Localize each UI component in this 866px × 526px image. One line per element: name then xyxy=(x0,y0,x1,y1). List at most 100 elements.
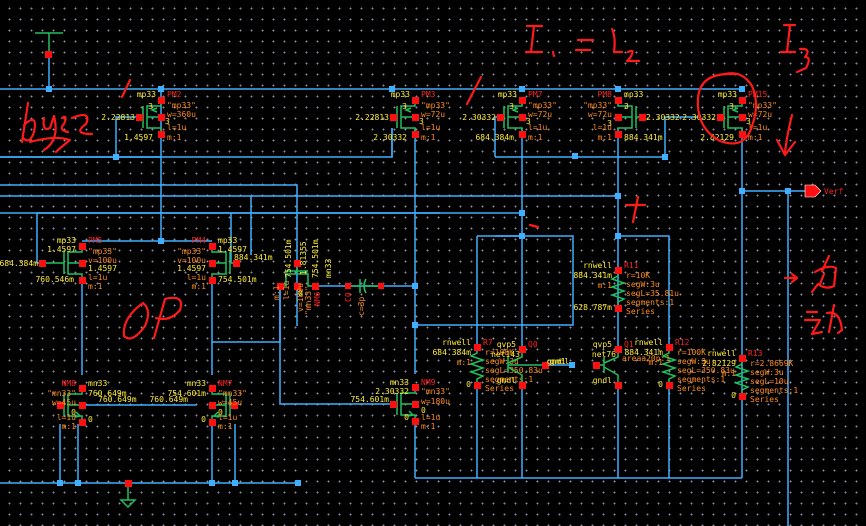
capacitor-c0-labels: C0 c=3p xyxy=(344,292,366,316)
nm7-w: w=45u xyxy=(218,398,242,407)
r11-series: Series xyxy=(626,307,655,316)
r7-vtop: 684.384m xyxy=(432,348,471,357)
capacitor-c0[interactable] xyxy=(345,278,384,294)
c0-name: C0 xyxy=(344,292,353,302)
ink-minus xyxy=(528,223,540,229)
pm8-m: m:1 xyxy=(598,133,613,142)
pm15-w: w=72u xyxy=(748,110,772,119)
wire-nm6-node[interactable] xyxy=(212,286,281,343)
pm5-cell: mp33 xyxy=(57,236,76,245)
annotations xyxy=(20,23,844,340)
ink-circle-pm15 xyxy=(696,72,758,145)
r13-r: r=2.8669K xyxy=(750,359,794,368)
pm2-w: w=360u xyxy=(167,110,196,119)
wire-net-b[interactable] xyxy=(0,184,298,326)
wire-opamp-out[interactable] xyxy=(415,235,574,326)
pm5-vd: 760.546m xyxy=(35,275,74,284)
r12-cell: rnwell xyxy=(634,338,663,347)
r13-name: R13 xyxy=(748,349,763,358)
nm7-model: "mn33" xyxy=(218,389,247,398)
pm15-vd: 2.82129 xyxy=(700,133,734,142)
pm5-m: m:1 xyxy=(88,282,103,291)
r12-m: m:1 xyxy=(649,358,664,367)
nm6-model: "mn33" xyxy=(304,286,313,315)
r13-segl: segL=10u xyxy=(750,377,789,386)
r7-series: Series xyxy=(485,384,514,393)
r12-vbot: 0 xyxy=(658,380,663,389)
nm6-vd: 1.81355 xyxy=(299,241,308,275)
wire-nm9-gate[interactable] xyxy=(279,286,393,405)
wire-net-a[interactable] xyxy=(0,128,393,158)
pm7-bulk: 3 xyxy=(509,102,514,111)
wire-pm5-gate[interactable] xyxy=(36,213,40,264)
wires[interactable] xyxy=(0,55,805,526)
ink-startup-arrow xyxy=(783,272,799,284)
nm6-cell: mn33 xyxy=(324,259,333,278)
wire-nm8-gnd[interactable] xyxy=(59,424,79,483)
ink-i3 xyxy=(779,23,810,74)
nm8-bulk: 0 xyxy=(71,408,76,417)
transistor-pm4[interactable]: mp33PM41.4597"mp33"v=100u1.4597884.341ml… xyxy=(177,236,273,291)
pm3-vg: 2.22813 xyxy=(355,113,389,122)
pm4-name: PM4 xyxy=(192,236,207,245)
r7-m: m:1 xyxy=(457,358,472,367)
supply-symbol[interactable] xyxy=(35,32,63,58)
pm8-pin: 3 xyxy=(607,119,612,128)
r13-series: Series xyxy=(750,395,779,404)
c0-value: c=3p xyxy=(357,297,366,316)
wire-r12[interactable] xyxy=(618,235,670,345)
wire-nm7-gnd[interactable] xyxy=(211,424,236,483)
pm8-bulk: 3 xyxy=(624,102,629,111)
nm7-m: m:1 xyxy=(218,422,233,431)
wire-pm2-gate[interactable] xyxy=(115,116,139,157)
r12-vtop: 884.341m xyxy=(624,348,663,357)
pm8-vd: 884.341m xyxy=(624,133,663,142)
pm7-name: PM7 xyxy=(528,90,543,99)
pm7-vg: 2.30332 xyxy=(462,113,496,122)
nm7-src: 0 xyxy=(201,415,206,424)
nm9-name: NM9 xyxy=(421,378,436,387)
junctions xyxy=(46,86,791,486)
r7-segments: segments:1 xyxy=(485,375,533,384)
nm8-l: l=1u xyxy=(57,413,76,422)
q1-name: Q1 xyxy=(624,340,634,349)
pm4-vg: 884.341m xyxy=(234,253,273,262)
pm15-name: PM15 xyxy=(748,90,767,99)
r11-segw: segW:3u xyxy=(626,280,660,289)
ground-symbol[interactable] xyxy=(119,480,137,509)
nm9-bulk: 0 xyxy=(421,406,426,415)
r13-segw: segW:3u xyxy=(750,368,784,377)
pm4-vs: 1.4597 xyxy=(218,245,247,254)
r7-r: r=100K xyxy=(485,348,514,357)
verf-output-pin[interactable]: Verf xyxy=(804,184,843,198)
r11-segl: segL=35.81u xyxy=(626,289,679,298)
wire-gate-bus[interactable] xyxy=(495,116,698,158)
pm2-l: l=1u xyxy=(167,123,186,132)
wire-r7[interactable] xyxy=(476,235,522,345)
nm9-m: m:1 xyxy=(421,422,436,431)
q1-area: areaa20p:1 xyxy=(622,354,670,363)
pm2-bulk: 3 xyxy=(148,102,153,111)
pm8-w: w=72u xyxy=(588,110,612,119)
net-gndl-b: gndl xyxy=(547,357,566,366)
nm7-l: l=1u xyxy=(218,413,237,422)
pm15-l: l=1u xyxy=(748,123,767,132)
pm5-vs: 1.4597 xyxy=(47,245,76,254)
